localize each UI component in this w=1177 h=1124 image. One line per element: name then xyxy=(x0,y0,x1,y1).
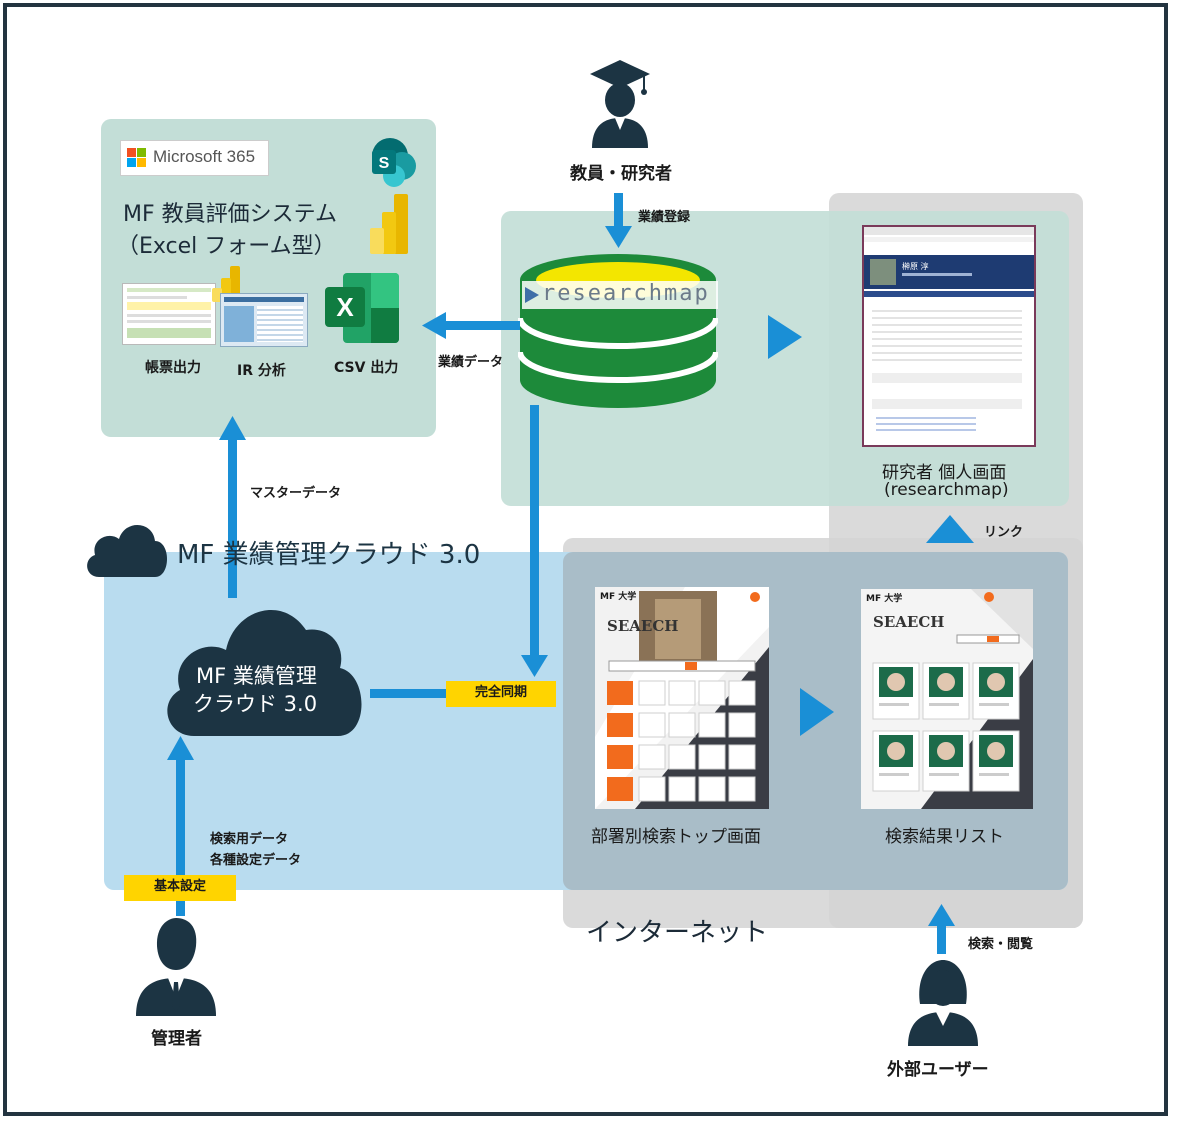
browse-arrow-shaft xyxy=(937,924,946,954)
master-arrow-head xyxy=(219,416,246,440)
sync-connector xyxy=(370,689,448,698)
master-data-label: マスターデータ xyxy=(250,486,342,501)
data-arrow-head xyxy=(422,312,446,339)
svg-text:S: S xyxy=(379,155,390,172)
central-cloud-icon xyxy=(167,609,362,736)
results-screen-label: 検索結果リスト xyxy=(885,827,1004,847)
register-arrow-head xyxy=(605,226,632,248)
play-icon xyxy=(525,287,539,303)
to-results-triangle-icon xyxy=(800,688,834,736)
powerbi-icon xyxy=(370,194,408,254)
results-screen-search-word: SEAECH xyxy=(873,613,945,631)
department-search-top-screenshot xyxy=(595,587,769,809)
profile-title-line1: 研究者 個人画面 xyxy=(882,463,1007,483)
researcher-profile-screenshot: 榊原 淳 xyxy=(862,225,1036,447)
link-label: リンク xyxy=(984,525,1024,540)
ms365-title-line1: MF 教員評価システム xyxy=(123,202,337,227)
researcher-icon xyxy=(590,60,650,148)
csv-output-label: CSV 出力 xyxy=(334,360,399,376)
sync-arrow-head xyxy=(521,655,548,677)
external-user-label: 外部ユーザー xyxy=(887,1060,989,1080)
register-label: 業績登録 xyxy=(638,210,691,225)
excel-icon: X xyxy=(325,273,399,343)
browse-label: 検索・閲覧 xyxy=(968,937,1034,952)
report-thumbnail xyxy=(122,283,216,345)
internet-label: インターネット xyxy=(586,918,769,948)
admin-arrow-shaft xyxy=(176,756,185,916)
researcher-label: 教員・研究者 xyxy=(570,164,672,184)
researchmap-logo-text: researchmap xyxy=(542,281,710,306)
to-profile-triangle-icon xyxy=(768,315,802,359)
top-screen-search-word: SEAECH xyxy=(607,617,679,635)
link-arrow-icon xyxy=(926,515,974,543)
report-output-label: 帳票出力 xyxy=(145,360,201,376)
microsoft-icon xyxy=(127,148,146,167)
top-screen-brand: MF 大学 xyxy=(600,592,637,602)
sync-arrow-shaft xyxy=(530,405,539,657)
central-cloud-line1: MF 業績管理 xyxy=(196,664,317,688)
admin-label: 管理者 xyxy=(151,1029,202,1049)
ms365-title-line2: （Excel フォーム型） xyxy=(117,234,336,259)
browse-arrow-head xyxy=(928,904,955,926)
basic-settings-badge: 基本設定 xyxy=(124,875,236,901)
ir-dashboard-thumbnail xyxy=(220,293,308,347)
outer-frame xyxy=(3,3,1168,1116)
researchmap-database-icon xyxy=(518,254,718,408)
ir-analysis-label: IR 分析 xyxy=(237,363,286,379)
cloud-header-title: MF 業績管理クラウド 3.0 xyxy=(177,540,481,570)
data-label: 業績データ xyxy=(438,355,504,370)
data-arrow-shaft xyxy=(444,321,520,330)
search-data-label-line1: 検索用データ xyxy=(210,832,289,847)
admin-icon xyxy=(136,918,216,1016)
search-results-screenshot xyxy=(861,589,1033,809)
admin-arrow-head xyxy=(167,736,194,760)
profile-researcher-name: 榊原 淳 xyxy=(902,262,929,271)
results-screen-brand: MF 大学 xyxy=(866,594,903,604)
microsoft365-logo-text: Microsoft 365 xyxy=(153,147,256,166)
search-data-label-line2: 各種設定データ xyxy=(210,853,302,868)
full-sync-badge: 完全同期 xyxy=(446,681,556,707)
researchmap-logo: researchmap xyxy=(522,281,718,309)
central-cloud-line2: クラウド 3.0 xyxy=(193,692,318,716)
sharepoint-icon: S xyxy=(372,138,416,187)
master-arrow-shaft xyxy=(228,438,237,598)
register-arrow-shaft xyxy=(614,193,623,227)
cloud-header-icon xyxy=(87,524,167,577)
top-screen-label: 部署別検索トップ画面 xyxy=(591,827,761,847)
profile-title-line2: (researchmap) xyxy=(884,480,1009,500)
external-user-icon xyxy=(908,960,978,1046)
microsoft365-logo: Microsoft 365 xyxy=(120,140,269,176)
